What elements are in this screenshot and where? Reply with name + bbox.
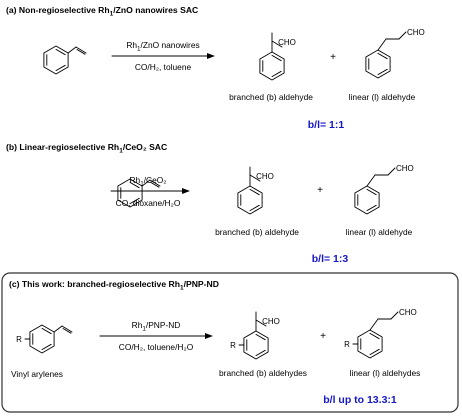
- section-b-ratio: b/l= 1:3: [312, 253, 349, 265]
- section-c-plus: +: [320, 331, 326, 342]
- section-a-linear-label: linear (l) aldehyde: [349, 92, 416, 102]
- section-a-heading: (a) Non-regioselective Rh1/ZnO nanowires…: [6, 5, 198, 18]
- section-c-heading: (c) This work: branched-regioselective R…: [9, 279, 219, 292]
- section-b-arrowhead: [182, 188, 190, 194]
- section-c-linear-label: linear (l) aldehydes: [350, 368, 421, 378]
- section-a-linear-cho: CHO: [407, 28, 425, 37]
- section-b-linear-label: linear (l) aldehyde: [346, 227, 413, 237]
- section-b: (b) Linear-regioselective Rh1/CeO₂ SAC R…: [6, 142, 414, 265]
- section-c-linear-aldehyde: [352, 312, 398, 358]
- section-c-arrowhead: [205, 333, 213, 339]
- section-c-branched-cho: CHO: [262, 317, 280, 326]
- section-c-reagent-bottom: CO/H₂, toluene/H₂O: [119, 342, 194, 352]
- section-b-linear-aldehyde: [355, 168, 395, 214]
- section-a: (a) Non-regioselective Rh1/ZnO nanowires…: [6, 5, 425, 131]
- section-c-substrate-r: R: [16, 335, 22, 344]
- section-c: (c) This work: branched-regioselective R…: [9, 279, 420, 406]
- section-a-plus: +: [330, 52, 336, 63]
- section-b-branched-label: branched (b) aldehyde: [215, 227, 299, 237]
- section-c-linear-cho: CHO: [399, 308, 417, 317]
- section-b-reagent-bottom: CO, dioxane/H₂O: [116, 198, 181, 208]
- section-a-arrowhead: [207, 53, 215, 59]
- section-c-linear-r: R: [344, 340, 350, 349]
- section-c-substrate-vinyl-arylene: [24, 325, 72, 353]
- section-b-heading: (b) Linear-regioselective Rh1/CeO₂ SAC: [6, 142, 167, 155]
- section-b-linear-cho: CHO: [396, 164, 414, 173]
- section-a-branched-label: branched (b) aldehyde: [229, 92, 313, 102]
- section-a-ratio: b/l= 1:1: [308, 119, 345, 131]
- section-b-branched-cho: CHO: [256, 172, 274, 181]
- section-c-branched-r: R: [230, 341, 236, 350]
- section-c-substrate-label: Vinyl arylenes: [11, 369, 63, 379]
- section-a-branched-cho: CHO: [278, 38, 296, 47]
- section-b-reagent-top: Rh1/CeO₂: [129, 175, 166, 188]
- section-b-plus: +: [317, 185, 323, 196]
- section-a-reagent-top: Rh1/ZnO nanowires: [126, 40, 199, 53]
- section-a-reagent-bottom: CO/H₂, toluene: [135, 62, 192, 72]
- section-c-branched-label: branched (b) aldehydes: [219, 368, 307, 378]
- section-c-reagent-top: Rh1/PNP-ND: [132, 320, 181, 333]
- section-a-substrate-styrene: [44, 46, 86, 74]
- section-a-linear-aldehyde: [366, 32, 406, 78]
- section-c-box: [1, 272, 459, 413]
- section-c-ratio: b/l up to 13.3:1: [323, 394, 397, 406]
